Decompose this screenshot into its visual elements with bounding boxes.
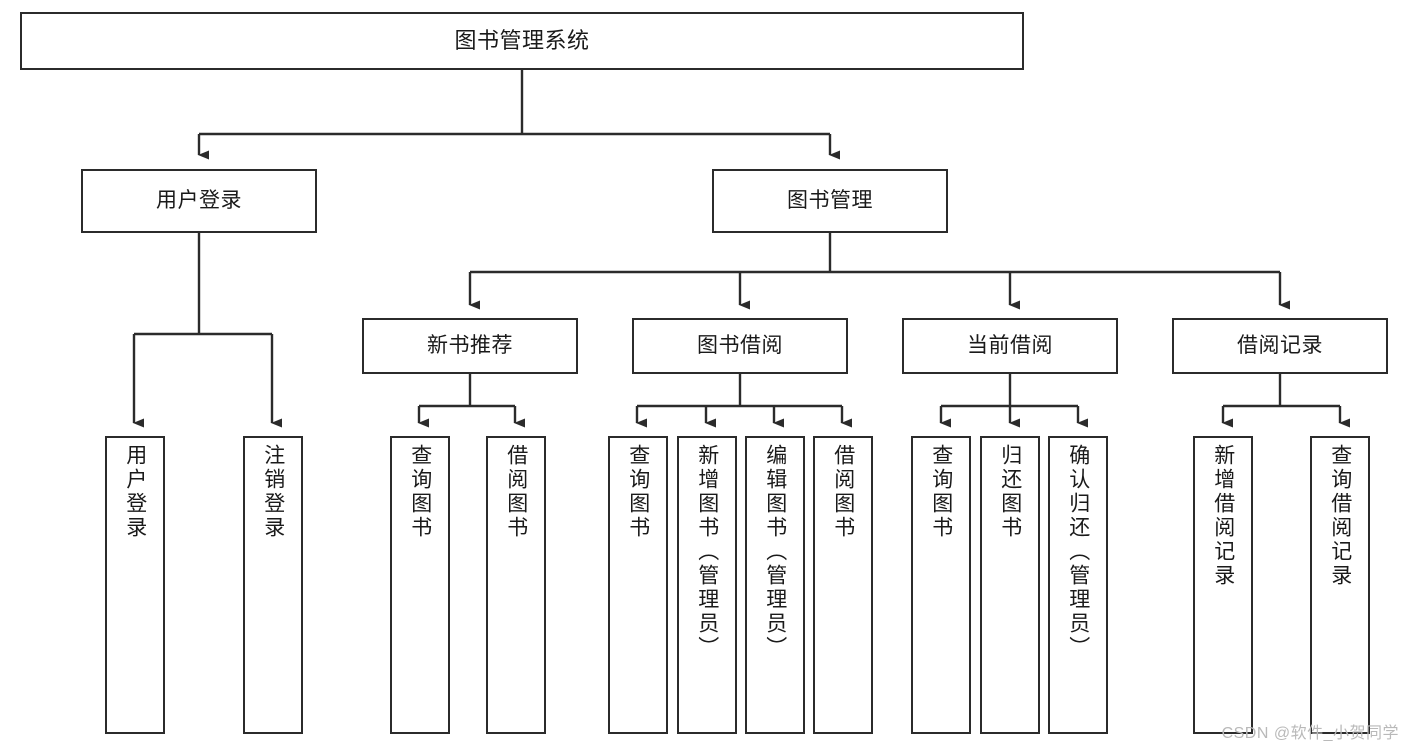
node-label: 查询图书	[929, 444, 953, 540]
leaf-return-book[interactable]: 归还图书	[980, 436, 1040, 734]
node-label: 新书推荐	[427, 333, 513, 357]
node-label: 借阅图书	[831, 444, 855, 540]
node-label: 确认归还（管理员）	[1066, 444, 1090, 660]
leaf-user-login[interactable]: 用户登录	[105, 436, 165, 734]
node-label: 用户登录	[123, 444, 147, 540]
node-label: 查询图书	[408, 444, 432, 540]
leaf-query-book-current[interactable]: 查询图书	[911, 436, 971, 734]
leaf-borrow-book[interactable]: 借阅图书	[813, 436, 873, 734]
leaf-borrow-book-recommend[interactable]: 借阅图书	[486, 436, 546, 734]
node-label: 新增图书（管理员）	[695, 444, 719, 660]
node-label: 图书管理系统	[454, 28, 590, 54]
leaf-edit-book-admin[interactable]: 编辑图书（管理员）	[745, 436, 805, 734]
leaf-query-borrow-record[interactable]: 查询借阅记录	[1310, 436, 1370, 734]
leaf-add-borrow-record[interactable]: 新增借阅记录	[1193, 436, 1253, 734]
node-book-management[interactable]: 图书管理	[712, 169, 948, 233]
node-label: 查询图书	[626, 444, 650, 540]
node-label: 用户登录	[156, 188, 242, 212]
node-borrow-record[interactable]: 借阅记录	[1172, 318, 1388, 374]
leaf-confirm-return-admin[interactable]: 确认归还（管理员）	[1048, 436, 1108, 734]
node-new-book-recommend[interactable]: 新书推荐	[362, 318, 578, 374]
node-label: 图书借阅	[697, 333, 783, 357]
node-label: 图书管理	[787, 188, 873, 212]
leaf-add-book-admin[interactable]: 新增图书（管理员）	[677, 436, 737, 734]
leaf-query-book-recommend[interactable]: 查询图书	[390, 436, 450, 734]
node-current-borrow[interactable]: 当前借阅	[902, 318, 1118, 374]
node-label: 新增借阅记录	[1211, 444, 1235, 588]
leaf-logout-login[interactable]: 注销登录	[243, 436, 303, 734]
node-label: 借阅记录	[1237, 333, 1323, 357]
node-label: 借阅图书	[504, 444, 528, 540]
node-label: 注销登录	[261, 444, 285, 540]
csdn-watermark: CSDN @软件_小贺同学	[1221, 725, 1399, 742]
node-user-login[interactable]: 用户登录	[81, 169, 317, 233]
node-label: 查询借阅记录	[1328, 444, 1352, 588]
node-label: 归还图书	[998, 444, 1022, 540]
leaf-query-book-borrow[interactable]: 查询图书	[608, 436, 668, 734]
node-label: 当前借阅	[967, 333, 1053, 357]
node-root-book-management-system[interactable]: 图书管理系统	[20, 12, 1024, 70]
node-book-borrow[interactable]: 图书借阅	[632, 318, 848, 374]
node-label: 编辑图书（管理员）	[763, 444, 787, 660]
